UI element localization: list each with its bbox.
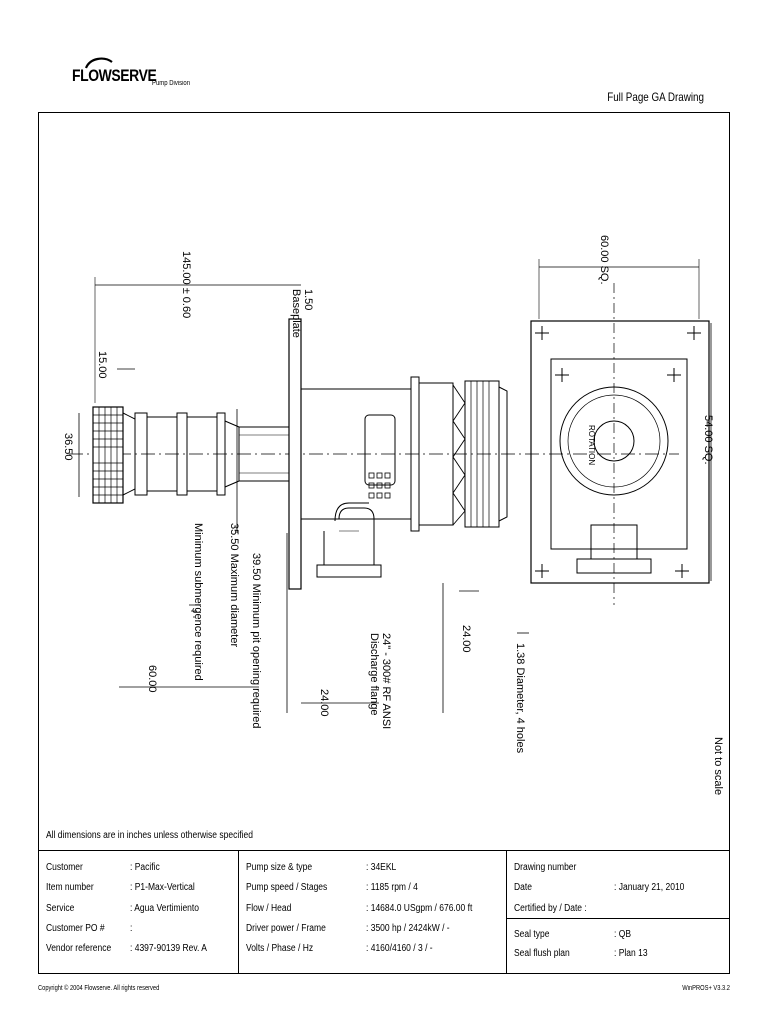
title-block-divider-3 [506, 918, 730, 919]
tb-flow-value: : 14684.0 USgpm / 676.00 ft [366, 903, 473, 914]
dim-bowl-length: 15.00 [96, 351, 108, 379]
tb-customer-label: Customer [46, 862, 83, 873]
tb-service-value: : Agua Vertimiento [130, 903, 199, 914]
tb-flow-label: Flow / Head [246, 903, 292, 914]
logo-swoosh-icon [84, 57, 113, 69]
tb-speed-label: Pump speed / Stages [246, 882, 328, 893]
dimensions-note: All dimensions are in inches unless othe… [46, 830, 253, 841]
tb-pump-size-label: Pump size & type [246, 862, 313, 873]
dim-discharge-flange: 24" - 300# RF ANSIDischarge flange [368, 633, 392, 729]
tb-drawing-number-label: Drawing number [514, 862, 577, 873]
logo-subtitle: Pump Division [152, 80, 191, 87]
tb-date-value: : January 21, 2010 [614, 882, 685, 893]
tb-seal-flush-value: : Plan 13 [614, 948, 648, 959]
title-block-top-border [38, 850, 730, 851]
dim-max-diameter: 35.50 Maximum diameter [228, 523, 240, 647]
tb-item-value: : P1-Max-Vertical [130, 882, 195, 893]
tb-volts-value: : 4160/4160 / 3 / - [366, 943, 433, 954]
flowserve-logo: FLOWSERVE [72, 66, 157, 85]
tb-vendor-value: : 4397-90139 Rev. A [130, 943, 207, 954]
tb-seal-flush-label: Seal flush plan [514, 948, 570, 959]
dim-bowl-diameter: 36.50 [62, 433, 74, 461]
dim-sq-top: 60.00 SQ. [598, 235, 610, 285]
tb-driver-label: Driver power / Frame [246, 923, 326, 934]
tb-vendor-label: Vendor reference [46, 943, 112, 954]
tb-seal-type-value: : QB [614, 929, 632, 940]
dim-overall-length: 145.00 ± 0.60 [180, 251, 192, 318]
tb-volts-label: Volts / Phase / Hz [246, 943, 314, 954]
title-block-divider-2 [506, 850, 507, 974]
tb-date-label: Date [514, 882, 532, 893]
tb-seal-type-label: Seal type [514, 929, 550, 940]
version-footer: WinPROS+ V3.3.2 [682, 985, 730, 992]
title-block-divider-1 [238, 850, 239, 974]
tb-pump-size-value: : 34EKL [366, 862, 397, 873]
tb-certified-label: Certified by / Date : [514, 903, 587, 914]
dim-twentyfour-bottom: 24.00 [318, 689, 330, 717]
ga-drawing: 145.00 ± 0.60 1.50Baseplate 15.00 36.50 … [62, 235, 724, 795]
tb-item-label: Item number [46, 882, 94, 893]
tb-speed-value: : 1185 rpm / 4 [366, 882, 418, 893]
tb-po-label: Customer PO # [46, 923, 105, 934]
not-to-scale-note: Not to scale [712, 737, 724, 795]
tb-customer-value: : Pacific [130, 862, 160, 873]
dim-baseplate: 1.50Baseplate [290, 289, 314, 338]
copyright-footer: Copyright © 2004 Flowserve. All rights r… [38, 985, 160, 992]
tb-driver-value: : 3500 hp / 2424kW / - [366, 923, 450, 934]
tb-service-label: Service [46, 903, 75, 914]
document-title: Full Page GA Drawing [607, 90, 704, 104]
dim-holes: 1.38 Diameter, 4 holes [514, 643, 526, 754]
dim-min-pit-opening: 39.50 Minimum pit opening required [250, 553, 262, 729]
dim-sixty: 60.00 [146, 665, 158, 693]
tb-po-value: : [130, 923, 133, 934]
drawing-frame [38, 112, 730, 974]
dim-min-submergence: Minimum submergence required [192, 523, 204, 681]
dim-sq-right: 54.00 SQ. [702, 415, 714, 465]
dim-twentyfour-right: 24.00 [460, 625, 472, 653]
rotation-label: ROTATION [587, 425, 596, 465]
